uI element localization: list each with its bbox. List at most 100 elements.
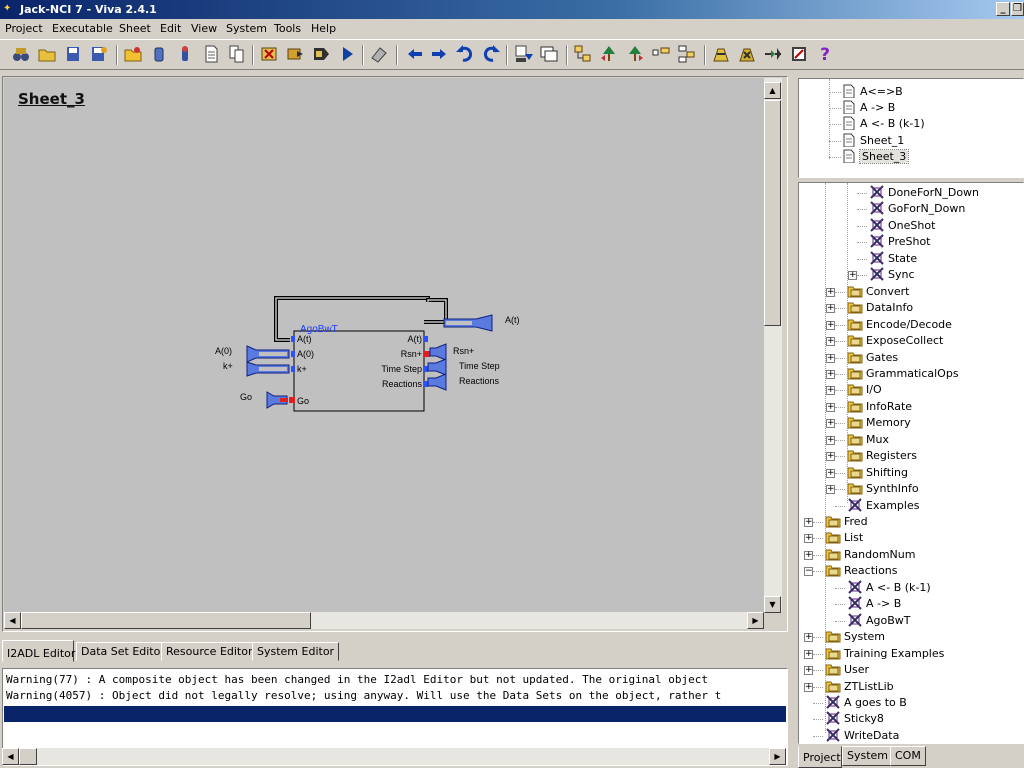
erase-icon[interactable] [368,44,390,66]
tree-item-folder[interactable]: Gates [847,350,898,366]
tree-expander[interactable]: + [804,648,813,659]
menu-view[interactable]: View [191,22,218,35]
tree-item-object[interactable]: OneShot [869,218,935,234]
tree-expander[interactable]: + [804,632,813,643]
tree-item-object[interactable]: A <- B (k-1) [847,580,931,596]
tree-item-object[interactable]: PreShot [869,234,931,250]
tree-item-object[interactable]: State [869,251,917,267]
bottle-icon[interactable] [174,44,196,66]
menu-help[interactable]: Help [311,22,337,35]
tree-expander[interactable]: + [826,401,835,412]
tree-expander[interactable]: + [826,418,835,429]
tree-item-folder[interactable]: DataInfo [847,300,913,316]
menu-sheet[interactable]: Sheet [119,22,151,35]
output-reactions-horn[interactable] [427,373,447,391]
restore-button[interactable]: ❐ [1011,2,1024,16]
scroll-left-button[interactable]: ◀ [4,612,21,629]
tree-item-object[interactable]: GoForN_Down [869,201,965,217]
tree-item-reactions-folder[interactable]: Reactions [825,563,898,579]
tree-item-folder[interactable]: Training Examples [825,646,944,662]
minimize-button[interactable]: _ [996,2,1010,16]
tree-item-examples[interactable]: Examples [847,497,919,514]
tab-system-editor[interactable]: System Editor [252,642,340,661]
tree-expander[interactable]: + [826,434,835,445]
output-at-horn[interactable] [443,314,493,332]
tree-item-folder[interactable]: Convert [847,284,910,300]
tree-expander[interactable]: + [804,665,813,676]
binoculars-icon[interactable] [10,44,32,66]
save-as-icon[interactable] [88,44,110,66]
menu-edit[interactable]: Edit [160,22,182,35]
tree-icon[interactable] [572,44,594,66]
input-k-horn[interactable] [246,361,290,377]
tree-item-folder[interactable]: Memory [847,415,911,431]
tree-item-object[interactable]: A goes to B [825,695,907,711]
tree-expander[interactable]: + [826,484,835,495]
save-icon[interactable] [62,44,84,66]
tab-com[interactable]: COM [890,746,926,766]
tree-item-folder[interactable]: InfoRate [847,399,912,415]
console-scroll-thumb[interactable] [19,748,37,765]
menu-tools[interactable]: Tools [274,22,302,35]
list-icon[interactable] [676,44,698,66]
tree-item-folder[interactable]: List [825,530,863,546]
tree-item-folder[interactable]: I/O [847,382,882,398]
tree-item-object[interactable]: DoneForN_Down [869,185,979,201]
group-icon[interactable] [710,44,732,66]
input-a0-horn[interactable] [246,345,290,363]
calculator-icon[interactable] [788,44,810,66]
tab-i2adl-editor[interactable]: I2ADL Editor [2,640,75,662]
tree-expander[interactable]: + [826,451,835,462]
tree-expander[interactable]: − [804,566,813,577]
tree-expander[interactable]: + [804,549,813,560]
pane-splitter[interactable] [790,76,796,768]
tree-item-folder[interactable]: Shifting [847,465,908,481]
tree-item-folder[interactable]: User [825,662,869,678]
sheet-tree[interactable]: A<=>B A -> B A <- B (k-1) Sheet_1 Sheet_… [798,78,1024,178]
tab-resource-editor[interactable]: Resource Editor [161,642,258,661]
copy-document-icon[interactable] [226,44,248,66]
tree-expander[interactable]: + [826,385,835,396]
vertical-scroll-thumb[interactable] [764,100,781,326]
folder-icon[interactable] [122,44,144,66]
tree-item-object[interactable]: WriteData [825,728,899,743]
tree-item-folder[interactable]: GrammaticalOps [847,366,959,382]
tree-expander[interactable]: + [826,319,835,330]
open-folder-icon[interactable] [36,44,58,66]
tree-item-sheet[interactable]: A<=>B [841,84,903,100]
input-go-horn[interactable] [266,391,288,409]
menu-executable[interactable]: Executable [52,22,113,35]
output-timestep-horn[interactable] [427,358,447,376]
tab-project[interactable]: Project [798,746,842,768]
canvas-vertical-scrollbar[interactable]: ▲ ▼ [764,78,782,613]
console-selected-line[interactable] [4,706,786,722]
play-icon[interactable] [336,44,358,66]
tree-item-folder[interactable]: Fred [825,514,868,530]
connect-icon[interactable] [762,44,784,66]
build-icon[interactable] [284,44,306,66]
back-arrow-icon[interactable] [404,44,426,66]
tree-expander[interactable]: + [804,681,813,692]
tree-item-folder[interactable]: Encode/Decode [847,317,952,333]
console-scroll-right-button[interactable]: ▶ [769,748,786,765]
undo-icon[interactable] [454,44,476,66]
tree-item-object[interactable]: AgoBwT [847,612,911,629]
tree-item-folder[interactable]: RandomNum [825,547,915,563]
download-icon[interactable] [512,44,534,66]
tree-expander[interactable]: + [826,467,835,478]
window-icon[interactable] [538,44,560,66]
tree-expander[interactable]: + [826,352,835,363]
tab-data-set-editor[interactable]: Data Set Editor [76,642,170,661]
menu-system[interactable]: System [226,22,268,35]
scroll-up-button[interactable]: ▲ [764,82,781,99]
tree-left-icon[interactable] [598,44,620,66]
horizontal-scroll-thumb[interactable] [21,612,311,629]
tree-item-folder[interactable]: Mux [847,432,889,448]
tree-item-sheet[interactable]: Sheet_1 [841,133,904,149]
tree-expander[interactable]: + [826,303,835,314]
tree-item-sheet-selected[interactable]: Sheet_3 [841,149,910,165]
scroll-right-button[interactable]: ▶ [747,612,764,629]
output-rsn-horn[interactable] [429,343,447,361]
tree-expander[interactable]: + [826,368,835,379]
